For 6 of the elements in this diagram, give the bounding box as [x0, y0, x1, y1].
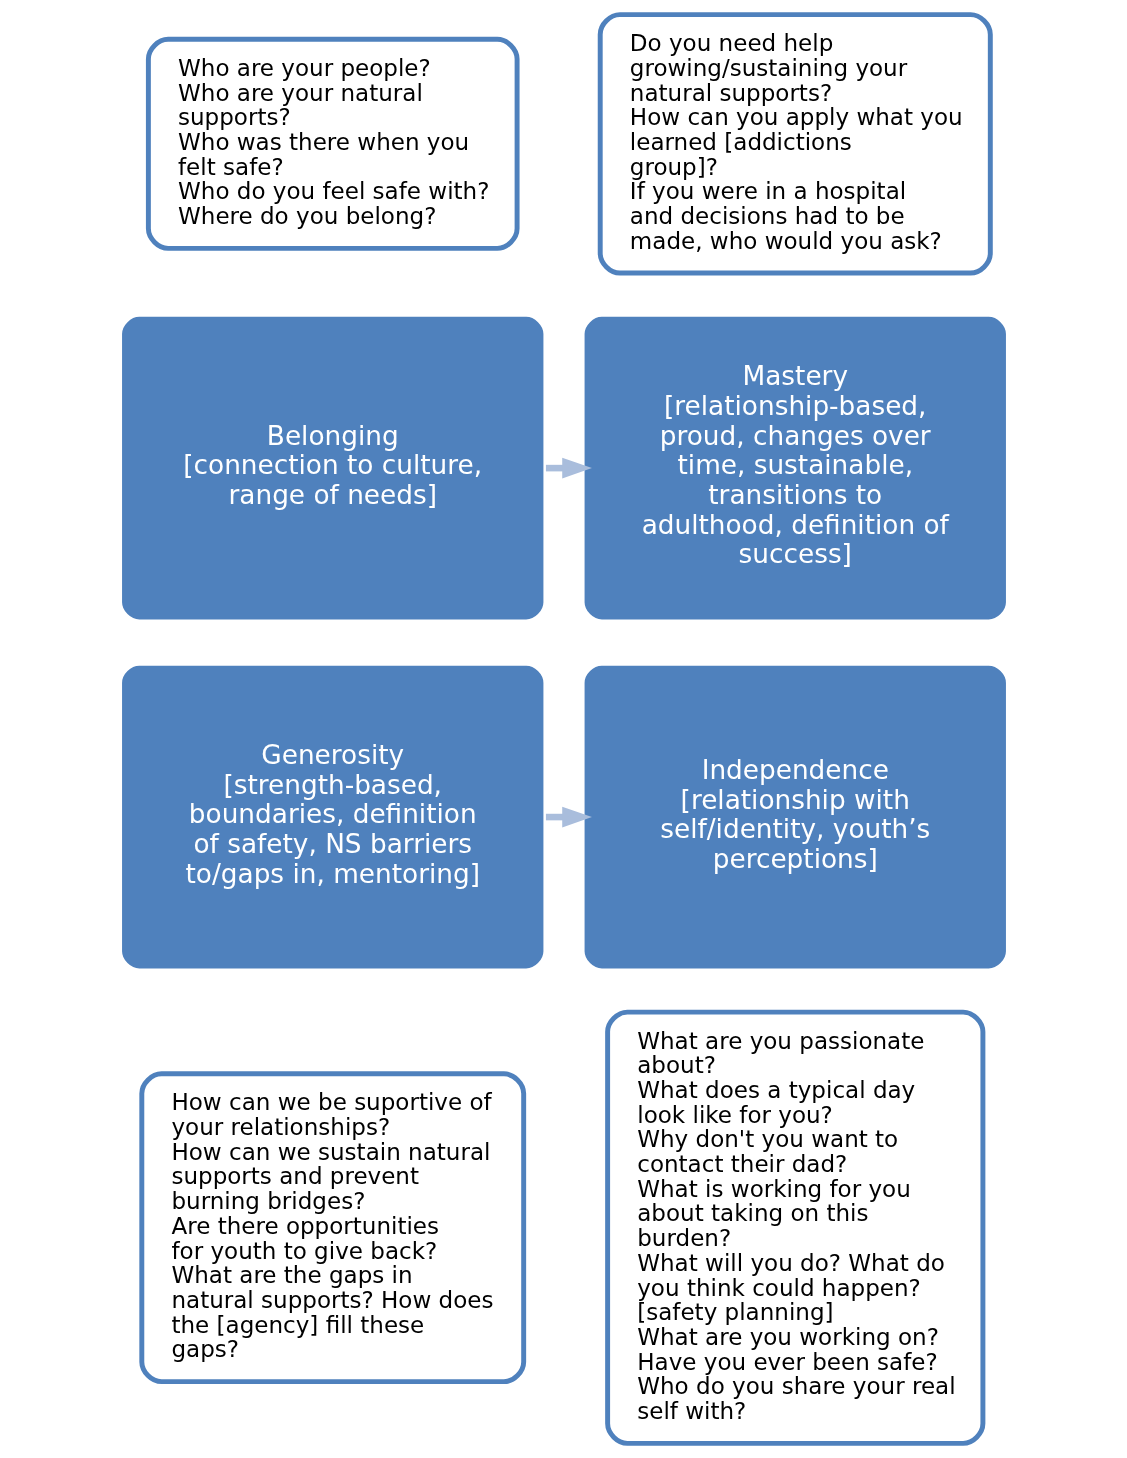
node-box: Do you need help growing/sustaining your natural supports? How can you apply what you learned [addictions group]? If you were in a hospital and decisions had to be made, who would you ask? — [597, 12, 993, 276]
node-box: How can we be suportive of your relationships? How can we sustain natural supports and prevent burning bridges? Are there opportunities for youth to give back? What are the gaps in natural supports? How does the [agency] fill these gaps? — [138, 1071, 526, 1385]
node-box: Who are your people? Who are your natural supports? Who was there when you felt safe? Who do you feel safe with? Where do you belong? — [145, 36, 520, 251]
arrow — [545, 457, 592, 479]
node-box: What are you passionate about? What does a typical day look like for you? Why don't you want to contact their dad? What is working for you about taking on this burden? What will you do? What do you think could happen? [safety planning] What are you working on? Have you ever been safe? Who do you share your real self with? — [604, 1009, 985, 1446]
arrow — [545, 806, 592, 828]
